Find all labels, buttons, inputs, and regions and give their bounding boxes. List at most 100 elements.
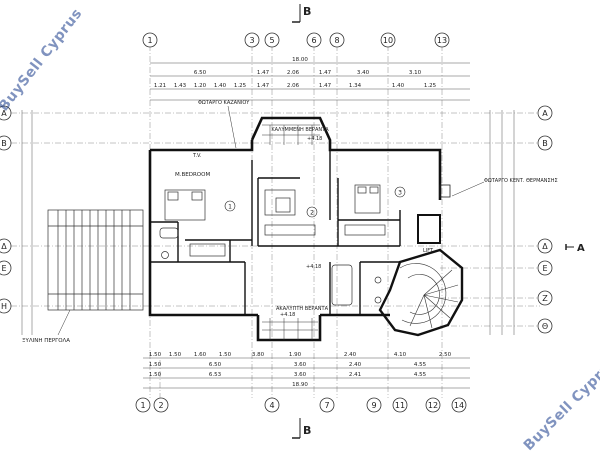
room-number-1: 1 [224,200,236,212]
axis-top-1: 1 [147,36,152,45]
axis-right-b: B [542,139,548,148]
room-number-2: 2 [306,206,318,218]
dim-top-r3-11: 1.25 [424,83,437,89]
axis-right-z: Z [542,294,548,303]
dim-top-r2-5: 3.40 [357,70,370,76]
axis-top-13: 13 [437,36,447,45]
room-number-3: 3 [394,186,406,198]
svg-text:1: 1 [228,204,232,211]
lift-shaft [417,214,441,244]
pergola-leader [57,309,71,336]
stair-spiral [399,263,459,329]
dim-bot-r1-6: 1.90 [289,352,302,358]
axis-top-6: 6 [311,36,316,45]
light-shaft-right [439,184,451,198]
dim-top-r3-10: 1.40 [392,83,405,89]
axis-bottom-14: 14 [454,401,464,410]
wardrobe-2 [344,224,386,236]
dim-top-r2-6: 3.10 [409,70,422,76]
axis-bottom-12: 12 [428,401,438,410]
axis-top-5: 5 [269,36,274,45]
dim-bot-r3-5: 4.55 [414,372,427,378]
dim-bot-r1-4: 1.50 [219,352,232,358]
bay-veranda-top [262,124,320,145]
axis-top-3: 3 [249,36,254,45]
axis-left-b: B [1,139,7,148]
dim-top-r2-2: 1.47 [257,70,270,76]
veranda-top-label: ΚΑΛΥΜΜΕΝΗ ΒΕΡΑΝΤΑ [271,127,329,133]
axis-left-a: A [1,109,7,118]
dim-bot-r1-5: 3.80 [252,352,265,358]
dim-bot-overall: 18.90 [292,382,308,388]
axis-left-delta: Δ [1,242,7,251]
svg-text:A: A [577,243,585,254]
axis-top-10: 10 [383,36,393,45]
dim-top-r2-1: 6.50 [194,70,207,76]
vanity-1 [189,243,226,257]
dim-bot-r2-1: 1.50 [149,362,162,368]
exterior-walls [148,116,442,342]
dim-top-r3-8: 1.47 [319,83,332,89]
axis-bottom-2: 2 [158,401,163,410]
dim-bot-r1-2: 1.50 [169,352,182,358]
light-shaft-right-leader [451,181,485,197]
toilet-1 [161,251,169,259]
lift-label: LIFT [423,248,434,254]
dim-top-r3-5: 1.25 [234,83,247,89]
svg-text:2: 2 [310,210,314,217]
dim-top-r3-7: 2.06 [287,83,300,89]
stair-tower [378,248,464,337]
dim-top-r3-4: 1.40 [214,83,227,89]
bed-room-2 [264,189,296,216]
bed-master [164,189,206,221]
dim-bot-r1-8: 4.10 [394,352,407,358]
grid-axis-bubbles-right [537,105,553,334]
level-mid-label: +4.18 [306,264,321,270]
grid-axis-bubbles-left [0,105,12,314]
dim-top-r3-1: 1.21 [154,83,166,89]
svg-text:B: B [303,5,311,18]
light-shaft-left-leader [227,105,237,149]
light-shaft-left-label: ΦΩΤΑΡΓΟ ΚΑΖΑΝΙΟΥ [198,100,250,106]
grid-lines [0,45,540,398]
grid-axis-bubbles-top [142,32,450,48]
axis-bottom-1: 1 [140,401,145,410]
light-shaft-right-label: ΦΩΤΑΡΓΟ ΚΕΝΤ. ΘΕΡΜΑΝΣΗΣ [484,178,558,184]
svg-text:3: 3 [398,190,402,197]
axis-right-theta: Θ [542,322,548,331]
dimension-chains-top [150,62,470,101]
bed-room-3 [354,184,381,214]
bathtub-2 [331,264,353,306]
level-bottom-label: +4.18 [280,312,295,318]
axis-bottom-7: 7 [324,401,329,410]
axis-left-h: H [1,302,7,311]
axis-right-delta: Δ [542,242,548,251]
dimension-chains-sides [21,110,515,335]
toilet-3 [374,296,382,304]
dim-bot-r3-4: 2.41 [349,372,361,378]
veranda-bottom-label: ΑΚΑΛΥΠΤΗ ΒΕΡΑΝΤΑ [276,306,329,312]
section-marker-bottom: B [292,418,311,439]
master-bedroom-label: M.BEDROOM [175,172,210,178]
dim-bot-r3-2: 6.53 [209,372,222,378]
dim-bot-r2-2: 6.50 [209,362,222,368]
furniture [159,184,386,306]
dim-bot-r1-1: 1.50 [149,352,162,358]
dim-top-r2-4: 1.47 [319,70,332,76]
pergola [47,209,144,311]
dim-bot-r2-4: 2.40 [349,362,362,368]
dim-top-r3-2: 1.43 [174,83,187,89]
dim-top-overall: 18.00 [292,57,308,63]
axis-bottom-4: 4 [269,401,274,410]
tv-label: T.V. [192,153,202,159]
dim-bot-r1-7: 2.40 [344,352,357,358]
section-marker-top: B [292,4,311,23]
dim-top-r3-9: 1.34 [349,83,362,89]
dim-bot-r1-3: 1.60 [194,352,207,358]
axis-left-e: E [1,264,6,273]
level-top-label: +4.18 [307,136,322,142]
dimension-chains-bottom [143,357,470,389]
dim-top-r2-3: 2.06 [287,70,300,76]
axis-right-a: A [542,109,548,118]
